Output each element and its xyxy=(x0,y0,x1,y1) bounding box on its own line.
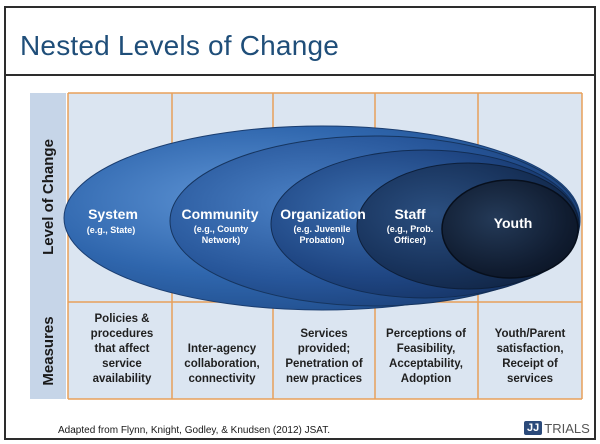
measure-system-3: that affect xyxy=(95,343,150,355)
measure-system-1: Policies & xyxy=(95,313,150,325)
measure-staff-4: Adoption xyxy=(401,373,451,385)
level-youth-name: Youth xyxy=(494,215,533,231)
level-staff-example-2: Officer) xyxy=(394,235,426,245)
level-staff-example-1: (e.g., Prob. xyxy=(387,224,434,234)
level-community-example-2: Network) xyxy=(202,235,241,245)
level-community-name: Community xyxy=(182,206,259,222)
level-community-example-1: (e.g., County xyxy=(194,224,249,234)
title-divider xyxy=(6,74,594,76)
measure-staff-3: Acceptability, xyxy=(389,358,463,370)
measure-youth-3: Receipt of xyxy=(502,358,558,370)
level-organization-name: Organization xyxy=(280,206,366,222)
level-system-name: System xyxy=(88,206,138,222)
measure-organization-2: provided; xyxy=(298,343,350,355)
level-staff-name: Staff xyxy=(394,206,425,222)
level-organization-example-2: Probation) xyxy=(300,235,345,245)
measure-community-3: connectivity xyxy=(188,373,256,385)
measure-system-5: availability xyxy=(93,373,152,385)
measure-staff-1: Perceptions of xyxy=(386,328,466,340)
level-system-example: (e.g., State) xyxy=(87,225,136,235)
measures-label-bg xyxy=(30,302,66,399)
measures-label: Measures xyxy=(40,316,57,385)
jjtrials-logo: JJ TRIALS xyxy=(524,418,590,438)
measure-organization-3: Penetration of xyxy=(285,358,362,370)
level-label-bg xyxy=(30,93,66,302)
measure-system-4: service xyxy=(102,358,142,370)
logo-word: TRIALS xyxy=(544,420,590,436)
measure-youth-4: services xyxy=(507,373,553,385)
measure-organization-4: new practices xyxy=(286,373,362,385)
citation-note: Adapted from Flynn, Knight, Godley, & Kn… xyxy=(58,425,330,436)
logo-mark: JJ xyxy=(524,421,543,435)
measure-community-2: collaboration, xyxy=(184,358,259,370)
slide-title: Nested Levels of Change xyxy=(20,30,340,61)
level-of-change-label: Level of Change xyxy=(40,139,57,255)
youth-ellipse xyxy=(441,179,579,279)
measure-organization-1: Services xyxy=(300,328,347,340)
measure-community-1: Inter-agency xyxy=(188,343,257,355)
level-organization-example-1: (e.g. Juvenile xyxy=(293,224,350,234)
measure-youth-2: satisfaction, xyxy=(496,343,563,355)
measure-staff-2: Feasibility, xyxy=(397,343,456,355)
measure-system-2: procedures xyxy=(91,328,154,340)
measure-youth-1: Youth/Parent xyxy=(495,328,566,340)
